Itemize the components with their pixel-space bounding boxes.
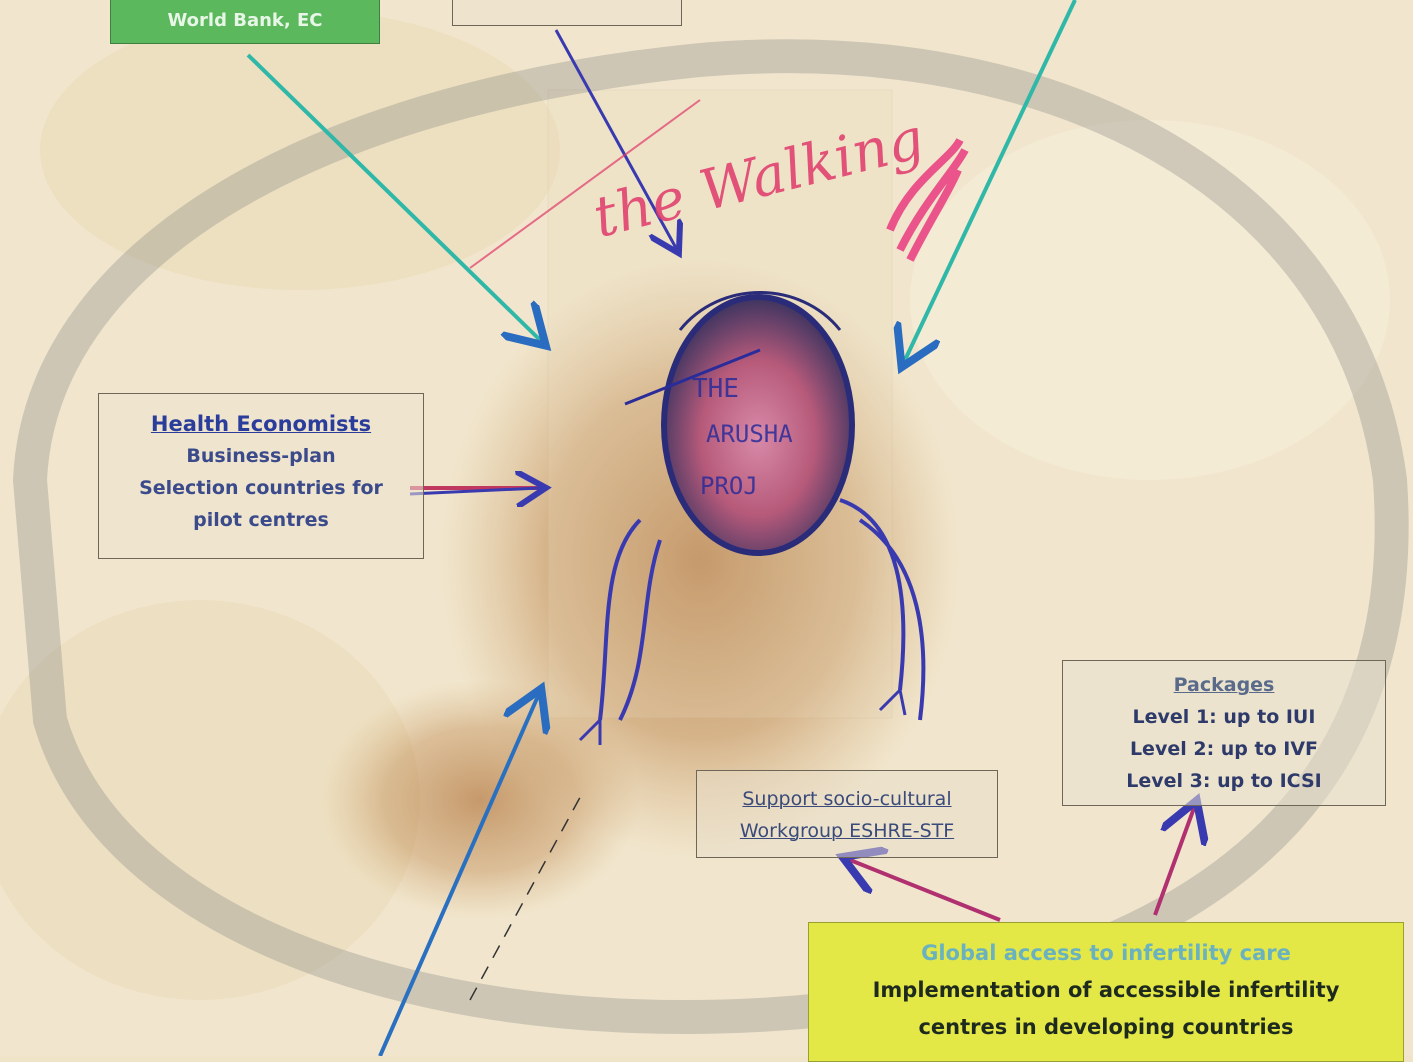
goal-line-1: Implementation of accessible infertility [809,972,1403,1009]
package-level-1: Level 1: up to IUI [1063,701,1385,733]
global-access-heading: Global access to infertility care [809,935,1403,972]
global-access-box: Global access to infertility care Implem… [808,922,1404,1062]
economists-line-2: Selection countries for [99,472,423,504]
economists-line-1: Business-plan [99,440,423,472]
packages-box: Packages Level 1: up to IUI Level 2: up … [1062,660,1386,806]
egg-label-line-2: ARUSHA [706,420,793,448]
top-center-box [452,0,682,26]
funding-box: World Bank, EC [110,0,380,44]
health-economists-box: Health Economists Business-plan Selectio… [98,393,424,559]
economists-line-3: pilot centres [99,504,423,536]
health-economists-heading: Health Economists [99,408,423,440]
package-level-2: Level 2: up to IVF [1063,733,1385,765]
packages-heading: Packages [1063,669,1385,701]
egg-label-line-3: PROJ [700,472,758,500]
egg-label-line-1: THE [692,374,739,404]
support-box: Support socio-cultural Workgroup ESHRE-S… [696,770,998,858]
goal-line-2: centres in developing countries [809,1009,1403,1046]
support-line-1: Support socio-cultural [697,783,997,815]
package-level-3: Level 3: up to ICSI [1063,765,1385,797]
support-line-2: Workgroup ESHRE-STF [697,815,997,847]
funding-line: World Bank, EC [111,9,379,33]
